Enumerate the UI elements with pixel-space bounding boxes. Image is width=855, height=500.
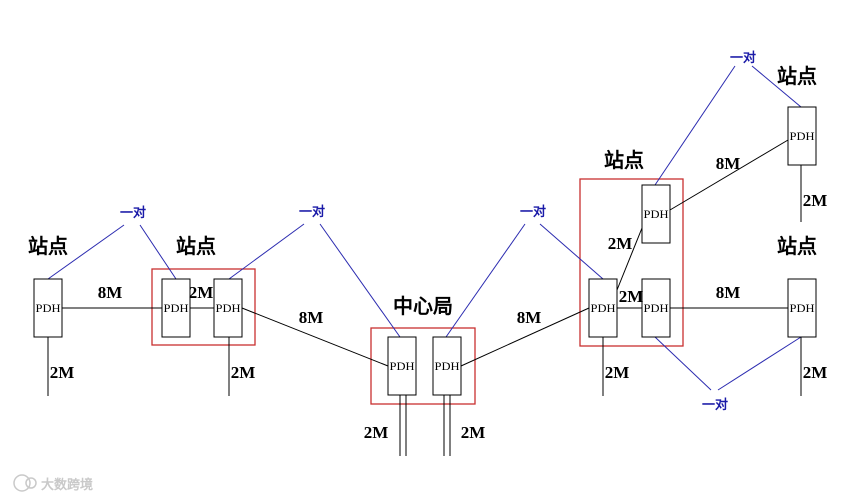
pdh-box-center-a xyxy=(387,336,417,396)
pair-line-4b xyxy=(751,65,802,108)
pdh-box-left-a xyxy=(161,278,191,338)
rate-label-8m: 8M xyxy=(517,308,542,327)
pair-line-2a xyxy=(228,223,305,280)
station-label-left: 站点 xyxy=(28,234,68,258)
link-8m-center-to-right xyxy=(460,307,590,367)
center-office-label: 中心局 xyxy=(393,294,453,318)
rate-label-8m: 8M xyxy=(716,283,741,302)
rate-label-2m: 2M xyxy=(364,423,389,442)
pair-line-4a xyxy=(654,65,736,186)
pdh-box-right-b xyxy=(641,278,671,338)
rate-label-2m: 2M xyxy=(803,191,828,210)
pdh-box-right-top xyxy=(641,184,671,244)
pdh-label: PDH xyxy=(36,301,61,315)
station-label-right-group: 站点 xyxy=(604,148,644,172)
pdh-label: PDH xyxy=(164,301,189,315)
center-office-group-box xyxy=(370,327,476,405)
link-8m-right-top xyxy=(669,139,789,211)
pair-line-2b xyxy=(319,223,401,338)
rate-label-8m: 8M xyxy=(299,308,324,327)
station-group-box-right xyxy=(579,178,684,347)
pdh-box-far-right xyxy=(787,278,817,338)
pdh-label: PDH xyxy=(790,129,815,143)
pdh-box-far-right-top xyxy=(787,106,817,166)
pdh-box-left-b xyxy=(213,278,243,338)
pdh-box-right-a xyxy=(588,278,618,338)
pdh-label: PDH xyxy=(435,359,460,373)
pdh-box-center-b xyxy=(432,336,462,396)
rate-label-2m: 2M xyxy=(608,234,633,253)
station-label-far-right-top: 站点 xyxy=(777,64,817,88)
pair-line-5b xyxy=(717,336,802,391)
pdh-label: PDH xyxy=(790,301,815,315)
pdh-label: PDH xyxy=(644,301,669,315)
rate-label-2m: 2M xyxy=(231,363,256,382)
station-label-far-right: 站点 xyxy=(777,234,817,258)
pdh-label: PDH xyxy=(390,359,415,373)
pair-label: 一对 xyxy=(730,50,756,65)
pair-line-3a xyxy=(445,223,526,338)
pair-line-1b xyxy=(139,224,177,280)
station-label-left-group: 站点 xyxy=(176,234,216,258)
link-2m-right-vertical xyxy=(616,227,643,291)
pair-label: 一对 xyxy=(520,204,546,219)
pdh-box-station-left xyxy=(33,278,63,338)
pair-label: 一对 xyxy=(702,397,728,412)
pair-line-5a xyxy=(654,336,712,391)
pdh-label: PDH xyxy=(216,301,241,315)
rate-label-2m: 2M xyxy=(189,283,214,302)
rate-label-8m: 8M xyxy=(98,283,123,302)
rate-label-2m: 2M xyxy=(461,423,486,442)
pair-label: 一对 xyxy=(120,205,146,220)
rate-label-2m: 2M xyxy=(619,287,644,306)
pdh-label: PDH xyxy=(644,207,669,221)
station-group-box-left xyxy=(151,268,256,346)
rate-label-2m: 2M xyxy=(50,363,75,382)
pair-line-1a xyxy=(47,224,125,280)
watermark-logo-icon xyxy=(13,474,37,492)
watermark-text: 大数跨境 xyxy=(41,477,93,493)
pdh-label: PDH xyxy=(591,301,616,315)
pair-line-3b xyxy=(539,223,604,280)
rate-label-2m: 2M xyxy=(803,363,828,382)
rate-label-2m: 2M xyxy=(605,363,630,382)
pair-label: 一对 xyxy=(299,204,325,219)
link-8m-left-to-center xyxy=(241,307,389,367)
rate-label-8m: 8M xyxy=(716,154,741,173)
